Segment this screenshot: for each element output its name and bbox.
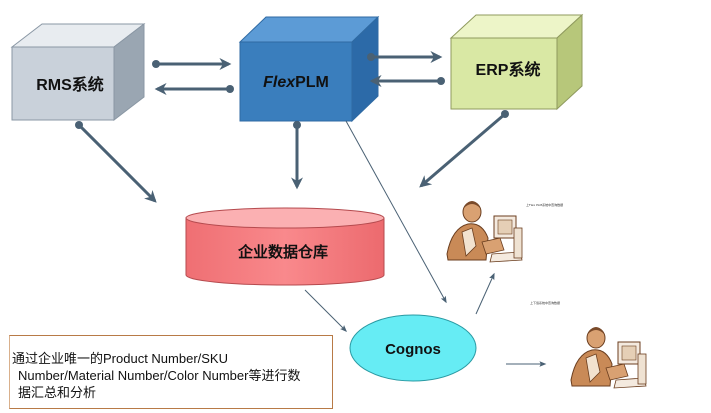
clipart-caption-top: 上Flex PLM系统中查询数据 <box>526 202 563 207</box>
erp-system-box: ERP系统 <box>449 13 584 111</box>
flexplm-box: FlexPLM <box>238 15 380 123</box>
thin-connector-lines <box>304 120 547 367</box>
user-at-computer-icon-bottom <box>570 327 647 389</box>
rms-flexplm-arrows <box>152 58 234 95</box>
rms-to-warehouse-arrow <box>75 121 157 203</box>
flexplm-label: FlexPLM <box>263 74 329 91</box>
flexplm-label-rest: PLM <box>295 74 329 91</box>
note-line-2: Number/Material Number/Color Number等进行数 <box>18 368 301 383</box>
cognos-label: Cognos <box>385 341 441 358</box>
erp-system-label: ERP系统 <box>476 60 541 79</box>
data-warehouse-cylinder: 企业数据仓库 <box>185 207 385 286</box>
erp-to-clipart-arrow <box>419 110 509 188</box>
note-line-3: 据汇总和分析 <box>18 385 97 400</box>
flexplm-erp-arrows <box>367 51 445 87</box>
flexplm-to-warehouse-arrow <box>291 121 303 190</box>
rms-system-box: RMS系统 <box>10 22 146 122</box>
description-note-box: 通过企业唯一的Product Number/SKU Number/Materia… <box>9 335 333 409</box>
data-warehouse-label: 企业数据仓库 <box>237 243 328 261</box>
user-at-computer-icon-top <box>446 201 523 263</box>
clipart-caption-bottom: 上下载系统中查询数据 <box>530 300 560 305</box>
cognos-node: Cognos <box>349 314 477 382</box>
note-line-1: 通过企业唯一的Product Number/SKU <box>12 351 228 366</box>
rms-system-label: RMS系统 <box>36 75 104 94</box>
flexplm-label-italic: Flex <box>263 74 296 91</box>
